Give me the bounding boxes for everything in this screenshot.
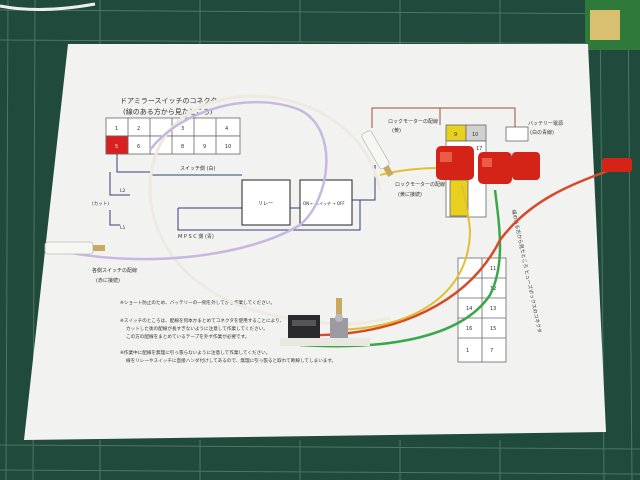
note-3b: 線をリレーやスイッチに直接ハンダ付けしてあるので、無理に引っ張ると取れて断線して… bbox=[126, 357, 336, 364]
mp-side-label: M P S C 側 (青) bbox=[178, 233, 214, 240]
svg-text:10: 10 bbox=[225, 144, 231, 150]
relay-label: リレー bbox=[258, 201, 273, 207]
svg-text:7: 7 bbox=[490, 348, 493, 354]
svg-text:1: 1 bbox=[466, 348, 469, 354]
label-l2: L2 bbox=[120, 188, 126, 194]
svg-text:2: 2 bbox=[137, 126, 140, 132]
right-top-frame bbox=[371, 107, 516, 128]
lock-motor-wiring-top: ロックモーターの配線 bbox=[388, 118, 438, 125]
door-switch-wiring: 各側スイッチの配線 bbox=[92, 267, 137, 274]
diagram-subtitle: (線のある方から見たところ) bbox=[123, 107, 213, 116]
note-2: ※スイッチのところは、配線を何本かまとめてコネクタを使用することにより、 bbox=[120, 317, 284, 324]
purple-wire bbox=[54, 100, 328, 261]
note-3: ※作業中に配線を無理に引っ張らないように注意して作業してください。 bbox=[120, 349, 270, 356]
svg-text:16: 16 bbox=[466, 326, 472, 332]
red-tap-connectors bbox=[436, 146, 632, 184]
schematic-wires bbox=[109, 154, 376, 231]
switch-box-label: ON ← スイッチ → OFF bbox=[303, 201, 345, 206]
svg-text:9: 9 bbox=[203, 144, 206, 150]
battery-label: バッテリー電源 bbox=[528, 120, 563, 127]
svg-text:10: 10 bbox=[472, 132, 478, 138]
switch-side-label: スイッチ側 (白) bbox=[180, 165, 216, 172]
note-2b: カットした後の配線が長すぎないように注意して作業してください。 bbox=[126, 325, 268, 332]
svg-text:15: 15 bbox=[490, 326, 496, 332]
red-plug-right bbox=[602, 158, 632, 172]
lock-motor-mid-sub: (黄に接続) bbox=[398, 191, 422, 198]
svg-text:5: 5 bbox=[115, 144, 118, 150]
stray-wire bbox=[0, 2, 96, 12]
svg-text:13: 13 bbox=[490, 306, 496, 312]
red-wire bbox=[299, 168, 611, 337]
yellow-wire bbox=[329, 184, 472, 331]
svg-text:4: 4 bbox=[225, 126, 228, 132]
lock-motor-top-sub: (黄) bbox=[392, 127, 401, 134]
lock-motor-wiring-mid: ロックモーターの配線 bbox=[395, 181, 445, 188]
left-connector-grid bbox=[105, 117, 241, 155]
wire-bundle-tape bbox=[280, 338, 370, 346]
svg-text:8: 8 bbox=[181, 144, 184, 150]
svg-text:17: 17 bbox=[476, 146, 482, 152]
relay-box bbox=[241, 179, 291, 226]
yellow-wire-2 bbox=[379, 167, 441, 176]
white-plug-top bbox=[361, 130, 394, 177]
svg-text:9: 9 bbox=[454, 132, 457, 138]
battery-sub: (白の青線) bbox=[530, 129, 554, 136]
note-2c: この方の配線をまとめているテープを外す作業が必要です。 bbox=[126, 333, 249, 340]
door-switch-wiring-sub: (赤に接続) bbox=[96, 277, 120, 284]
diagram-title: ドアミラースイッチのコネクタ bbox=[120, 96, 217, 105]
label-l1: L1 bbox=[120, 225, 126, 231]
svg-text:1: 1 bbox=[115, 126, 118, 132]
notes: ※ショート防止のため、バッテリーの一側を外してから作業してください。 ※スイッチ… bbox=[120, 299, 336, 364]
white-wire bbox=[148, 94, 391, 326]
note-1: ※ショート防止のため、バッテリーの一側を外してから作業してください。 bbox=[120, 299, 275, 306]
svg-text:11: 11 bbox=[490, 266, 496, 272]
white-plug-left bbox=[44, 241, 105, 255]
cut-label: (カット) bbox=[92, 201, 109, 207]
svg-text:6: 6 bbox=[137, 144, 140, 150]
toggle-switch bbox=[330, 298, 348, 342]
left-grid-numbers: 1 2 3 4 5 6 8 9 10 bbox=[115, 126, 231, 150]
svg-text:3: 3 bbox=[181, 126, 184, 132]
svg-text:14: 14 bbox=[466, 306, 472, 312]
green-box-label bbox=[590, 10, 620, 40]
